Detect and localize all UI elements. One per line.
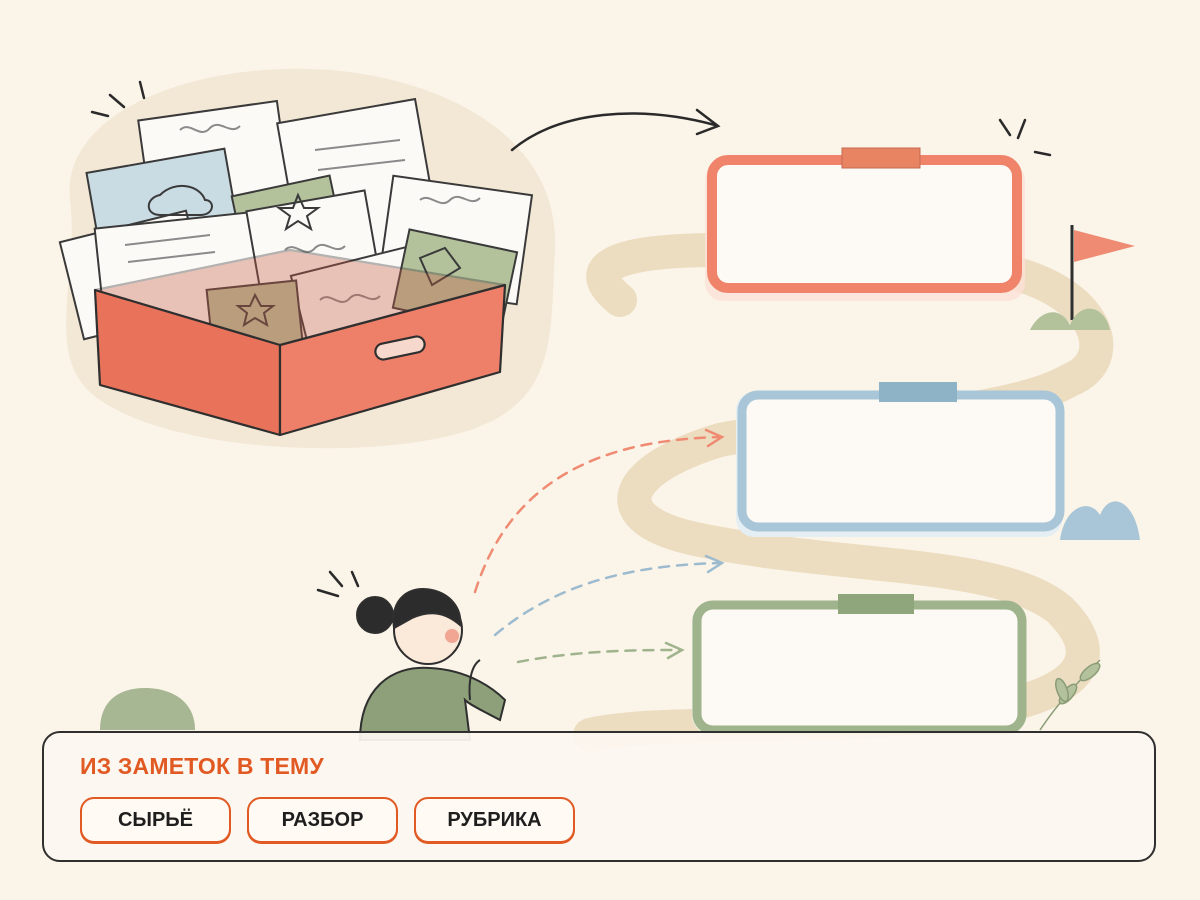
paper-scribbles: [124, 123, 481, 303]
legend-panel: ИЗ ЗАМЕТОК В ТЕМУ СЫРЬЁ РАЗБОР РУБРИКА: [42, 731, 1156, 862]
bush-icon: [100, 308, 1140, 730]
dashed-arrow-icon: [473, 435, 722, 664]
sprig-icon: [1039, 659, 1101, 731]
notes-box-icon: [93, 248, 507, 437]
motion-marks: [90, 80, 1052, 598]
chip-raw[interactable]: СЫРЬЁ: [80, 797, 231, 843]
empty-frame-icon: [692, 594, 1027, 735]
empty-frame-icon: [736, 382, 1065, 537]
chip-rubric[interactable]: РУБРИКА: [414, 797, 575, 843]
curved-arrow-icon: [510, 108, 721, 152]
empty-frame-icon: [705, 147, 1025, 301]
thinking-person-icon: [356, 587, 507, 741]
chip-row: СЫРЬЁ РАЗБОР РУБРИКА: [80, 797, 575, 843]
arrowheads: [664, 428, 725, 660]
panel-title: ИЗ ЗАМЕТОК В ТЕМУ: [80, 753, 324, 779]
chip-analysis[interactable]: РАЗБОР: [247, 797, 398, 843]
flag-icon: [1070, 225, 1135, 320]
